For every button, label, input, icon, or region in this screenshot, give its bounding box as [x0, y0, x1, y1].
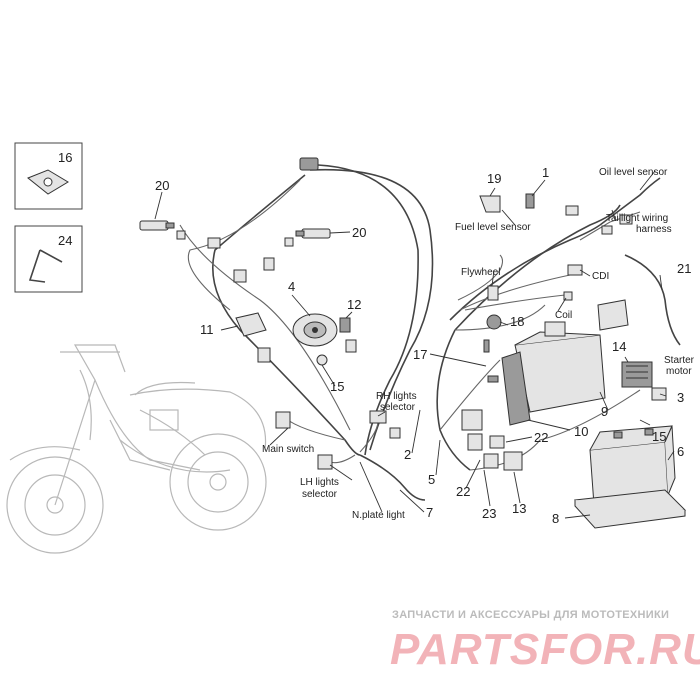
part-labels: Oil level sensor Fuel level sensor Taill…: [262, 167, 695, 521]
callout-24: 24: [58, 233, 72, 248]
battery-icon: [589, 425, 676, 506]
label-nplate-light: N.plate light: [352, 510, 405, 521]
callout-4: 4: [288, 279, 295, 294]
callout-15-right: 15: [652, 429, 666, 444]
inset-16: [14, 142, 83, 210]
callout-8: 8: [552, 511, 559, 526]
label-oil-level-sensor: Oil level sensor: [599, 167, 668, 178]
inset-24: [14, 225, 83, 293]
regulator-icon: [621, 361, 653, 388]
label-flywheel: Flywheel: [461, 267, 500, 278]
callout-20-left: 20: [155, 178, 169, 193]
callout-15-left: 15: [330, 379, 344, 394]
watermark: ЗАПЧАСТИ И АКСЕССУАРЫ ДЛЯ МОТОТЕХНИКИ PA…: [390, 609, 700, 674]
callout-22-right: 22: [534, 430, 548, 445]
watermark-tagline: ЗАПЧАСТИ И АКСЕССУАРЫ ДЛЯ МОТОТЕХНИКИ: [392, 609, 669, 621]
label-lh-lights-line1: LH lights: [300, 477, 339, 488]
callout-6: 6: [677, 444, 684, 459]
label-taillight-line1: Taillight wiring: [606, 213, 668, 224]
label-taillight-line2: harness: [636, 224, 672, 235]
callout-9: 9: [601, 404, 608, 419]
callout-2: 2: [404, 447, 411, 462]
label-starter-line1: Starter: [664, 355, 695, 366]
callout-17: 17: [413, 347, 427, 362]
callout-21: 21: [677, 261, 691, 276]
components: [139, 157, 687, 529]
callout-numbers: 16 24 20 20 4 12 11 15 19 1 21 18 17 14 …: [58, 150, 691, 526]
callout-11: 11: [200, 322, 214, 337]
main-harness: [179, 164, 681, 501]
watermark-brand: PARTSFOR.RU: [390, 625, 700, 674]
spark-plug-20-left-icon: [139, 220, 175, 231]
callout-7: 7: [426, 505, 433, 520]
spark-plug-20-right-icon: [295, 228, 331, 239]
horn-icon: [292, 313, 338, 347]
label-lh-lights-line2: selector: [302, 489, 338, 500]
label-rh-lights-line2: selector: [380, 402, 416, 413]
label-starter-line2: motor: [666, 366, 692, 377]
label-cdi: CDI: [592, 271, 609, 282]
leader-lines: [154, 170, 675, 519]
callout-10: 10: [574, 424, 588, 439]
motorcycle-outline: [6, 344, 267, 554]
callout-1: 1: [542, 165, 549, 180]
callout-16: 16: [58, 150, 72, 165]
label-coil: Coil: [555, 310, 572, 321]
callout-20-right: 20: [352, 225, 366, 240]
callout-19: 19: [487, 171, 501, 186]
label-fuel-level-sensor: Fuel level sensor: [455, 222, 531, 233]
callout-22-left: 22: [456, 484, 470, 499]
callout-5: 5: [428, 472, 435, 487]
label-rh-lights-line1: RH lights: [376, 391, 417, 402]
callout-18: 18: [510, 314, 524, 329]
callout-3: 3: [677, 390, 684, 405]
callout-12: 12: [347, 297, 361, 312]
callout-23: 23: [482, 506, 496, 521]
callout-13: 13: [512, 501, 526, 516]
label-main-switch: Main switch: [262, 444, 314, 455]
callout-14: 14: [612, 339, 626, 354]
